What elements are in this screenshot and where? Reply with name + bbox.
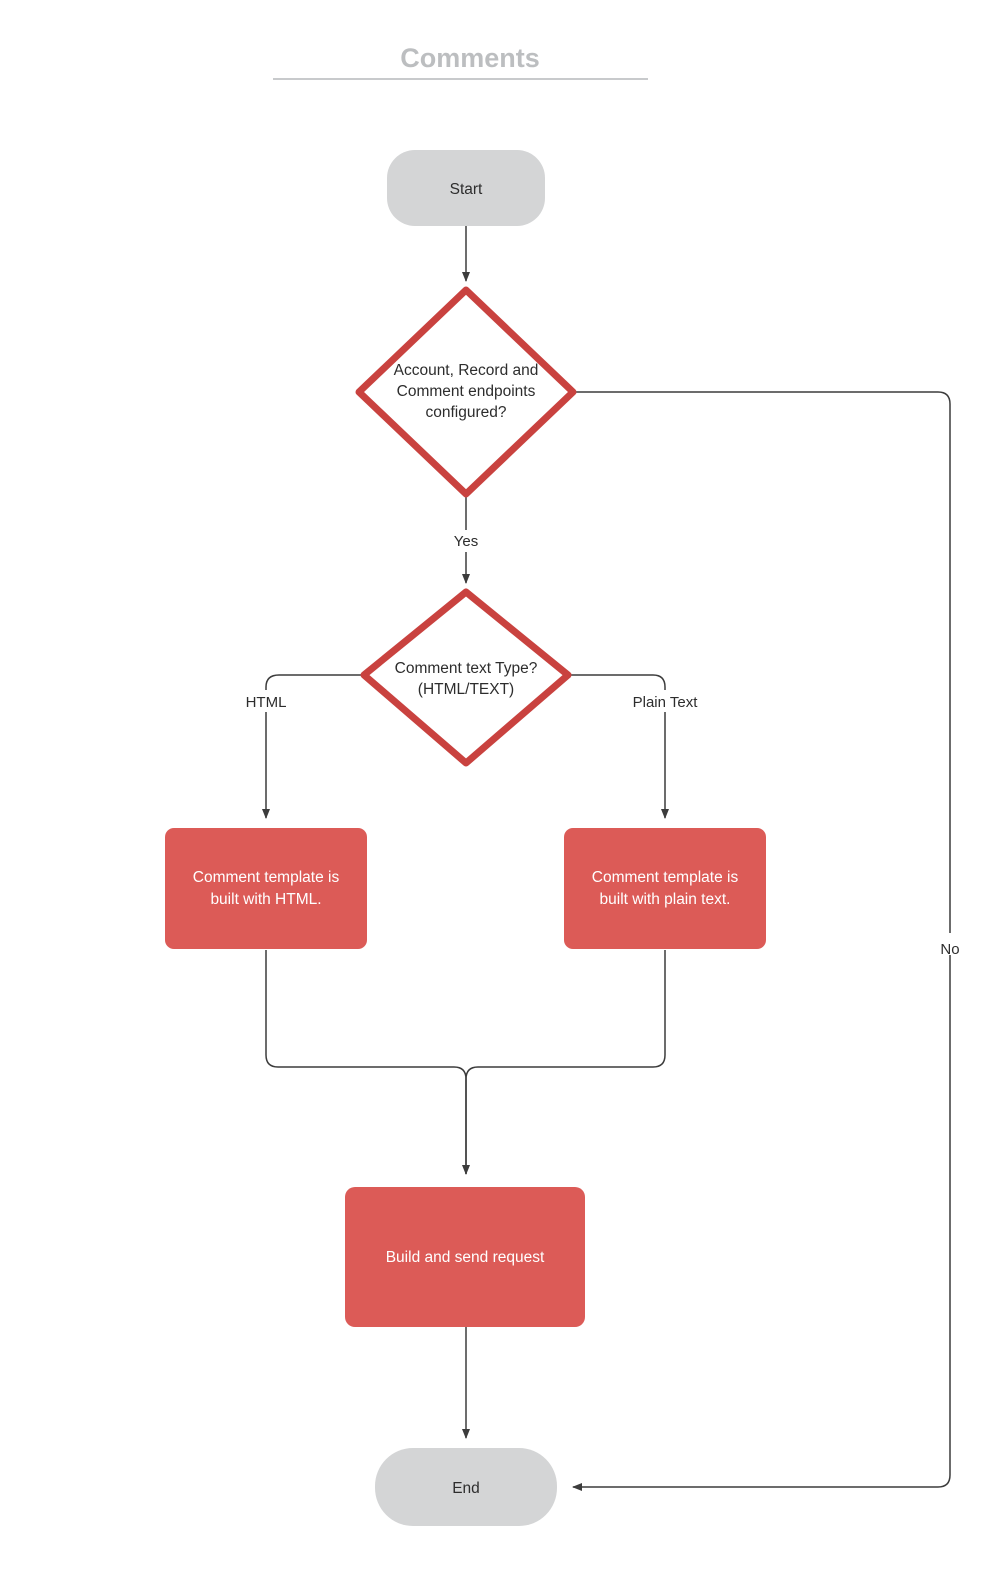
process-plain-text-shape xyxy=(564,828,766,949)
process-build-send-label: Build and send request xyxy=(386,1249,545,1266)
decision-endpoints-line-1: Account, Record and xyxy=(394,362,539,379)
node-process-html[interactable]: Comment template is built with HTML. xyxy=(165,828,367,949)
edge-decision-type-plain-text xyxy=(570,674,669,819)
end-label: End xyxy=(452,1480,480,1497)
edge-label-plain-text-backdrop xyxy=(617,690,713,712)
decision-text-type-line-2: (HTML/TEXT) xyxy=(418,681,514,698)
edge-decision-type-html xyxy=(262,674,362,819)
edge-label-html-group: HTML xyxy=(230,690,302,712)
process-plain-text-line-1: Comment template is xyxy=(592,869,739,886)
start-shape xyxy=(387,150,545,226)
decision-endpoints-line-3: configured? xyxy=(425,404,506,421)
edge-process-plain-to-build xyxy=(465,950,666,1174)
node-decision-endpoints[interactable]: Account, Record and Comment endpoints co… xyxy=(355,286,577,498)
edge-label-html-backdrop xyxy=(230,690,302,712)
node-end[interactable]: End xyxy=(375,1448,557,1526)
process-html-line-1: Comment template is xyxy=(193,869,340,886)
decision-text-type-line-1: Comment text Type? xyxy=(395,660,538,677)
edge-label-yes-group: Yes xyxy=(443,530,489,552)
edge-label-yes: Yes xyxy=(454,533,478,550)
node-process-build-send[interactable]: Build and send request xyxy=(345,1187,585,1327)
edge-label-no-backdrop xyxy=(930,933,972,955)
end-shape xyxy=(375,1448,557,1526)
decision-endpoints-shape xyxy=(355,286,577,498)
process-build-send-shape xyxy=(345,1187,585,1327)
process-html-line-2: built with HTML. xyxy=(210,891,321,908)
node-decision-text-type[interactable]: Comment text Type? (HTML/TEXT) xyxy=(360,588,572,767)
start-label: Start xyxy=(450,181,483,198)
process-html-shape xyxy=(165,828,367,949)
edge-label-no: No xyxy=(940,941,959,958)
edge-label-yes-backdrop xyxy=(443,530,489,552)
process-plain-text-line-2: built with plain text. xyxy=(600,891,731,908)
edge-label-no-group: No xyxy=(930,933,972,958)
edge-label-plain-text: Plain Text xyxy=(633,694,699,711)
decision-text-type-shape xyxy=(360,588,572,767)
edge-process-html-to-build xyxy=(265,950,470,1175)
decision-endpoints-line-2: Comment endpoints xyxy=(397,383,536,400)
node-process-plain-text[interactable]: Comment template is built with plain tex… xyxy=(564,828,766,949)
edge-label-html: HTML xyxy=(246,694,287,711)
edge-label-plain-text-group: Plain Text xyxy=(617,690,713,712)
node-start[interactable]: Start xyxy=(387,150,545,226)
page-title: Comments xyxy=(400,43,540,73)
